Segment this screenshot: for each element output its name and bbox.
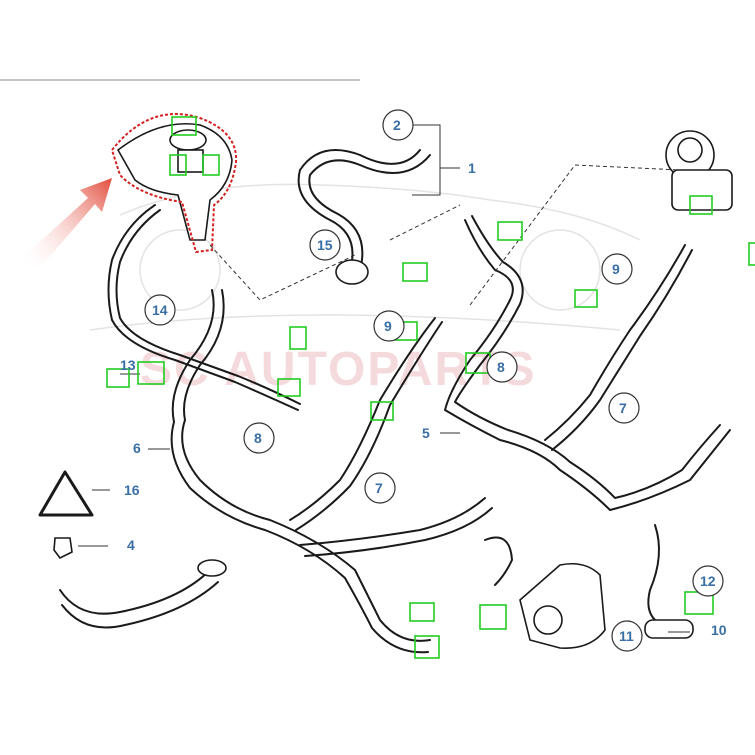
hose-7-right [544, 244, 686, 441]
hose-right-tail-inner [304, 507, 493, 557]
callout-11: 11 [611, 620, 643, 652]
hose-13 [107, 204, 299, 411]
hose-4 [59, 569, 211, 615]
callout-10: 10 [711, 622, 727, 638]
hose-4-end [197, 559, 227, 577]
svg-text:8: 8 [497, 359, 505, 375]
hose-15 [297, 149, 421, 271]
sensor-4 [53, 537, 73, 560]
part-10 [644, 619, 694, 639]
svg-text:1: 1 [468, 160, 476, 176]
svg-text:4: 4 [127, 537, 135, 553]
callout-9-left: 9 [373, 310, 405, 342]
callout-7-left: 7 [364, 472, 396, 504]
hose-4-inner [61, 581, 219, 629]
callout-1: 1 [468, 160, 476, 176]
callout-12: 12 [692, 565, 724, 597]
callout-7-right: 7 [608, 392, 640, 424]
pipe-bracket [484, 536, 513, 586]
hose-13-inner [115, 209, 301, 405]
hose-5-inner [454, 215, 721, 499]
water-pump [519, 562, 606, 649]
hose-7-right-inner [551, 249, 693, 451]
svg-text:2: 2 [393, 117, 401, 133]
thermostat-housing [665, 130, 733, 211]
hose-6-inner [170, 289, 429, 654]
svg-text:15: 15 [317, 237, 333, 253]
callout-9-right: 9 [601, 253, 633, 285]
group-dash-lines [209, 164, 681, 306]
svg-text:16: 16 [124, 482, 140, 498]
hose-11-12 [647, 524, 660, 621]
svg-text:7: 7 [375, 480, 383, 496]
svg-text:5: 5 [422, 425, 430, 441]
callout-6: 6 [133, 440, 141, 456]
callout-4: 4 [127, 537, 135, 553]
hose-7-left [289, 317, 436, 521]
hose-15-clamp [335, 259, 369, 285]
callout-8-left: 8 [243, 422, 275, 454]
watermark-text: SC AUTOPARTS [140, 343, 536, 396]
svg-text:9: 9 [612, 261, 620, 277]
highlight-arrow [20, 178, 112, 268]
hose-6 [181, 289, 431, 642]
svg-text:10: 10 [711, 622, 727, 638]
callout-13: 13 [120, 357, 136, 373]
svg-text:7: 7 [619, 400, 627, 416]
hose-5 [444, 219, 731, 511]
svg-text:6: 6 [133, 440, 141, 456]
callout-15: 15 [309, 229, 341, 261]
svg-text:9: 9 [384, 318, 392, 334]
svg-text:12: 12 [700, 573, 716, 589]
callout-leaders [78, 124, 690, 633]
svg-text:8: 8 [254, 430, 262, 446]
callout-14: 14 [144, 294, 176, 326]
expansion-tank [110, 113, 238, 254]
hose-15-inner [308, 154, 431, 271]
svg-text:14: 14 [152, 302, 168, 318]
callout-5: 5 [422, 425, 430, 441]
callout-2: 2 [382, 109, 414, 141]
hose-right-tail [299, 497, 486, 546]
warning-label-16 [38, 470, 94, 517]
callout-16: 16 [124, 482, 140, 498]
svg-text:13: 13 [120, 357, 136, 373]
svg-text:11: 11 [619, 628, 634, 644]
hose-7-left-inner [295, 321, 443, 531]
callout-8-right: 8 [486, 351, 518, 383]
